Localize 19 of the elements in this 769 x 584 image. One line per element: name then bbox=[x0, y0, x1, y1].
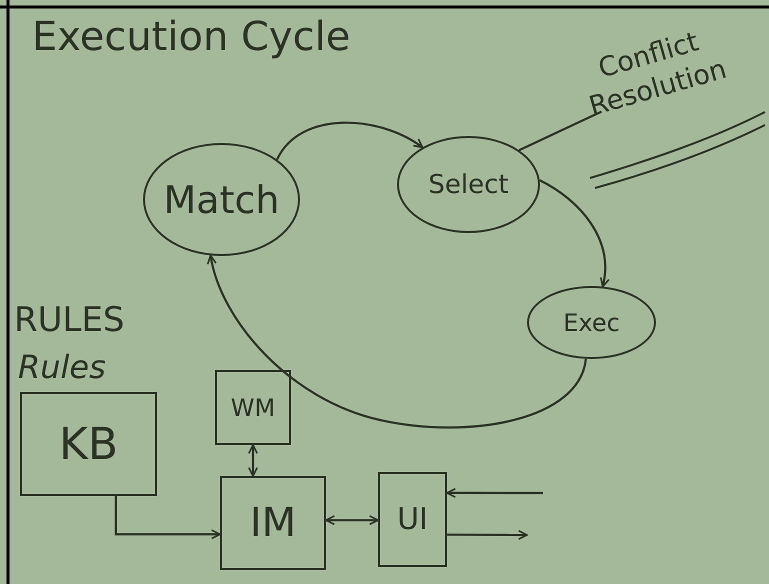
leader-line bbox=[518, 110, 602, 152]
module-box: KB bbox=[20, 392, 157, 496]
handwritten-label: RULES bbox=[14, 300, 125, 340]
handwritten-heading: Rules bbox=[18, 348, 106, 386]
title: Execution Cycle bbox=[32, 14, 350, 60]
arrow bbox=[276, 122, 424, 160]
arrow bbox=[446, 488, 543, 498]
module-box: UI bbox=[378, 472, 447, 567]
arrow bbox=[248, 444, 258, 477]
arrow bbox=[114, 496, 221, 540]
arrow bbox=[207, 254, 587, 428]
arrow bbox=[539, 179, 610, 288]
state-ellipse: Select bbox=[397, 136, 540, 233]
module-box: WM bbox=[215, 370, 291, 445]
module-box: IM bbox=[220, 476, 326, 570]
arrow bbox=[447, 530, 528, 540]
arrow bbox=[325, 515, 379, 526]
state-ellipse: Match bbox=[143, 143, 300, 256]
state-ellipse: Exec bbox=[527, 286, 656, 359]
